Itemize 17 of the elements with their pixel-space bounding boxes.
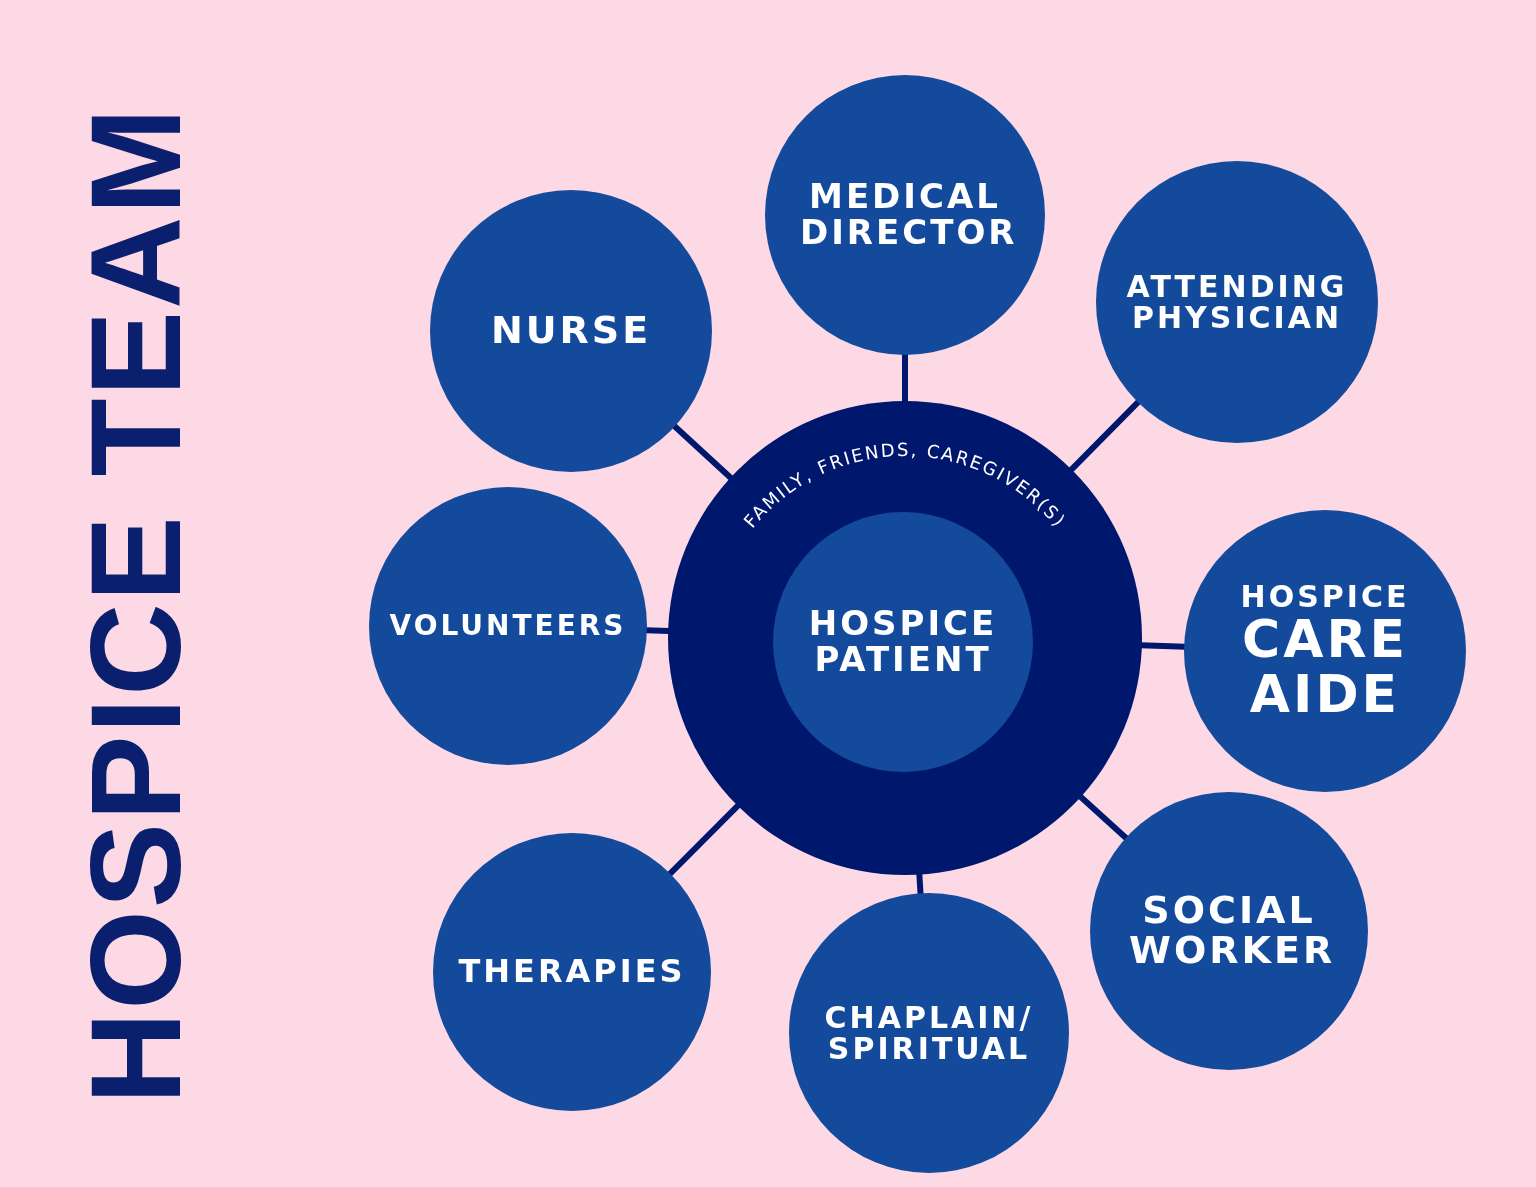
connector-line [902, 354, 908, 402]
connector-line [916, 873, 924, 895]
node-label: HOSPICE PATIENT [808, 606, 998, 678]
node-label: CARE AIDE [1241, 612, 1409, 722]
node-label: ATTENDING PHYSICIAN [1125, 270, 1349, 334]
connector-line [1140, 642, 1186, 650]
connector-line [1068, 399, 1141, 473]
node-label: CHAPLAIN/ SPIRITUAL [823, 1001, 1035, 1065]
title: HOSPICE TEAM [62, 105, 208, 1105]
connector-line [667, 803, 741, 877]
node-label: HOSPICE [1240, 580, 1410, 613]
connector-line [645, 627, 670, 634]
connector-line [672, 423, 734, 481]
node-label: NURSE [490, 311, 652, 351]
connector-line [1078, 794, 1129, 841]
node-label: THERAPIES [458, 955, 686, 989]
node-label: VOLUNTEERS [389, 611, 627, 641]
